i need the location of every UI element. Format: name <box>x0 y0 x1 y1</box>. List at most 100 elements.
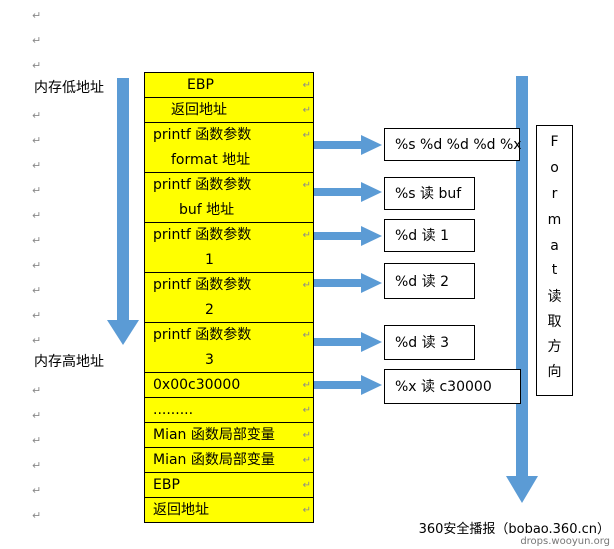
stack-cell-text: EBP <box>187 77 214 93</box>
stack-cell-text: printf 函数参数 <box>153 327 252 343</box>
stack-cell-text: EBP <box>153 477 180 493</box>
cell-mark: ↵ <box>302 480 311 491</box>
stack-cell-subtext: 1 <box>205 252 214 268</box>
memory-low-address-label: 内存低地址 <box>34 80 104 96</box>
paragraph-mark: ↵ <box>32 9 42 22</box>
read-c30000-box: %x 读 c30000 <box>384 369 521 404</box>
stack-cell-text: Mian 函数局部变量 <box>153 452 275 468</box>
cell-mark: ↵ <box>302 405 311 416</box>
format-read-direction-box: F o r m a t 读 取 方 向 <box>536 125 573 396</box>
left-down-arrow-head <box>107 320 139 345</box>
paragraph-mark: ↵ <box>32 34 42 47</box>
arrow-shaft-3 <box>313 232 363 240</box>
cell-mark: ↵ <box>302 430 311 441</box>
paragraph-mark: ↵ <box>32 409 42 422</box>
stack-cell-main-local-var-1: Mian 函数局部变量 ↵ <box>144 422 314 448</box>
stack-cell-ellipsis: ......... ↵ <box>144 397 314 423</box>
arrow-shaft-4 <box>313 279 363 287</box>
direction-char: 方 <box>547 339 562 355</box>
cell-mark: ↵ <box>302 130 311 141</box>
paragraph-mark: ↵ <box>32 384 42 397</box>
stack-cell-return-address-bottom: 返回地址 ↵ <box>144 497 314 523</box>
stack-cell-subtext: 3 <box>205 352 214 368</box>
paragraph-mark: ↵ <box>32 434 42 447</box>
arrow-shaft-2 <box>313 188 363 196</box>
source-footer: 360安全播报（bobao.360.cn） <box>419 518 610 537</box>
arrow-head-6 <box>361 375 382 395</box>
stack-cell-text: Mian 函数局部变量 <box>153 427 275 443</box>
read-1-box: %d 读 1 <box>384 219 475 252</box>
arrow-shaft-6 <box>313 381 363 389</box>
stack-cell-printf-arg-1: printf 函数参数 1 ↵ <box>144 222 314 273</box>
stack-cell-return-address: 返回地址 ↵ <box>144 97 314 123</box>
arrow-head-3 <box>361 226 382 246</box>
stack-cell-printf-arg-3: printf 函数参数 3 ↵ <box>144 322 314 373</box>
direction-char: a <box>550 238 559 254</box>
stack-cell-address-value: 0x00c30000 ↵ <box>144 372 314 398</box>
direction-char: F <box>550 134 559 150</box>
paragraph-mark: ↵ <box>32 184 42 197</box>
paragraph-mark: ↵ <box>32 234 42 247</box>
stack-cell-text: 0x00c30000 <box>153 377 241 393</box>
stack-cell-subtext: buf 地址 <box>179 202 235 218</box>
paragraph-mark: ↵ <box>32 209 42 222</box>
watermark: drops.wooyun.org <box>520 536 610 547</box>
stack-cell-text: printf 函数参数 <box>153 177 252 193</box>
stack-cell-printf-arg-buf: printf 函数参数 buf 地址 ↵ <box>144 172 314 223</box>
stack-cell-text: printf 函数参数 <box>153 277 252 293</box>
cell-mark: ↵ <box>302 380 311 391</box>
cell-mark: ↵ <box>302 280 311 291</box>
cell-mark: ↵ <box>302 330 311 341</box>
stack-cell-text: 返回地址 <box>171 102 227 118</box>
stack-cell-ebp-bottom: EBP ↵ <box>144 472 314 498</box>
direction-char: m <box>547 212 562 228</box>
paragraph-mark: ↵ <box>32 334 42 347</box>
memory-high-address-label: 内存高地址 <box>34 354 104 370</box>
arrow-shaft-1 <box>313 141 363 149</box>
format-string-box: %s %d %d %d %x <box>384 128 522 161</box>
direction-char: 读 <box>547 289 562 305</box>
arrow-head-4 <box>361 273 382 293</box>
watermark-text: drops.wooyun.org <box>520 536 610 547</box>
stack-cell-text: printf 函数参数 <box>153 127 252 143</box>
stack-cell-text: 返回地址 <box>153 502 209 518</box>
paragraph-mark: ↵ <box>32 459 42 472</box>
paragraph-mark: ↵ <box>32 109 42 122</box>
arrow-head-1 <box>361 135 382 155</box>
cell-mark: ↵ <box>302 105 311 116</box>
paragraph-mark: ↵ <box>32 284 42 297</box>
direction-char: 向 <box>547 364 562 380</box>
stack-cell-ebp-top: EBP ↵ <box>144 72 314 98</box>
direction-char: o <box>550 160 559 176</box>
arrow-head-2 <box>361 182 382 202</box>
stack-cell-printf-arg-format: printf 函数参数 format 地址 ↵ <box>144 122 314 173</box>
read-buf-box: %s 读 buf <box>384 177 475 210</box>
stack-cell-subtext: format 地址 <box>171 152 251 168</box>
paragraph-mark: ↵ <box>32 159 42 172</box>
source-text: 360安全播报（bobao.360.cn） <box>418 522 610 537</box>
stack-cell-main-local-var-2: Mian 函数局部变量 ↵ <box>144 447 314 473</box>
paragraph-mark: ↵ <box>32 509 42 522</box>
cell-mark: ↵ <box>302 180 311 191</box>
cell-mark: ↵ <box>302 455 311 466</box>
stack-cell-subtext: 2 <box>205 302 214 318</box>
direction-char: r <box>551 186 558 202</box>
paragraph-mark: ↵ <box>32 59 42 72</box>
read-2-box: %d 读 2 <box>384 263 475 299</box>
stack-cell-printf-arg-2: printf 函数参数 2 ↵ <box>144 272 314 323</box>
stack-cell-text: printf 函数参数 <box>153 227 252 243</box>
arrow-shaft-5 <box>313 338 363 346</box>
cell-mark: ↵ <box>302 230 311 241</box>
direction-char: 取 <box>547 314 562 330</box>
direction-char: t <box>551 262 558 278</box>
read-3-box: %d 读 3 <box>384 325 475 360</box>
paragraph-mark: ↵ <box>32 259 42 272</box>
cell-mark: ↵ <box>302 505 311 516</box>
arrow-head-5 <box>361 332 382 352</box>
stack-cell-text: ......... <box>153 402 194 418</box>
paragraph-mark: ↵ <box>32 134 42 147</box>
paragraph-mark: ↵ <box>32 484 42 497</box>
right-down-arrow-head <box>506 476 538 503</box>
left-down-arrow-shaft <box>117 78 129 322</box>
cell-mark: ↵ <box>302 80 311 91</box>
